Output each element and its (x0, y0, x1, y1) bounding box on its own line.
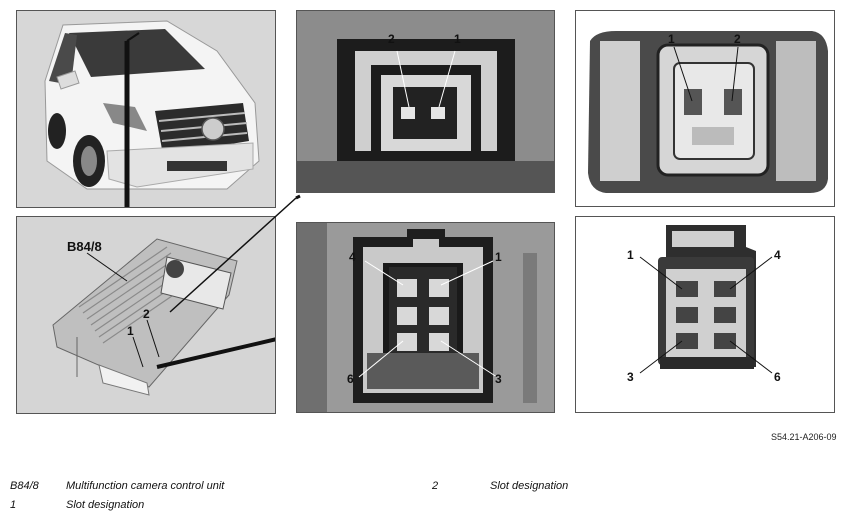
label-detail-1: 1 (127, 324, 134, 338)
legend-code-2: 2 (432, 480, 439, 492)
label-component-tag: B84/8 (67, 239, 102, 254)
connector-right-illustration (576, 11, 834, 206)
label-plug-4: 4 (774, 248, 781, 262)
vehicle-illustration (17, 11, 275, 207)
label-pin-4: 4 (349, 250, 356, 264)
figure-code: S54.21-A206-09 (771, 432, 837, 442)
legend-text-b84-8: Multifunction camera control unit (66, 480, 225, 492)
legend-code-b84-8: B84/8 (10, 480, 39, 492)
legend-code-1: 1 (10, 499, 17, 511)
label-top-middle-b: 1 (454, 32, 461, 46)
vehicle-photo-panel (16, 10, 276, 208)
connector-closeup-top-right: 1 2 (575, 10, 835, 207)
label-plug-3: 3 (627, 370, 634, 384)
label-pin-6: 6 (347, 372, 354, 386)
label-pin-1: 1 (495, 250, 502, 264)
label-top-middle-a: 2 (388, 32, 395, 46)
connector-closeup-top-middle: 2 1 (296, 10, 555, 193)
label-top-right-a: 1 (668, 32, 675, 46)
connector-top-illustration (297, 11, 554, 192)
label-detail-2: 2 (143, 307, 150, 321)
label-plug-1: 1 (627, 248, 634, 262)
label-top-right-b: 2 (734, 32, 741, 46)
socket-illustration (297, 223, 554, 412)
legend-text-2: Slot designation (490, 480, 569, 492)
plug-closeup-bottom-right: 1 4 3 6 (575, 216, 835, 413)
label-pin-3: 3 (495, 372, 502, 386)
legend-text-1: Slot designation (66, 499, 145, 511)
control-unit-panel: B84/8 2 1 (16, 216, 276, 414)
plug-illustration (576, 217, 834, 412)
label-plug-6: 6 (774, 370, 781, 384)
socket-closeup-bottom-middle: 2 4 1 6 3 (296, 222, 555, 413)
